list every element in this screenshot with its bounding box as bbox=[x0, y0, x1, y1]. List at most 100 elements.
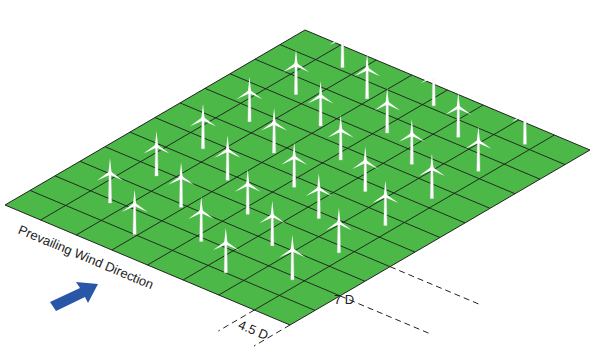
tower bbox=[155, 146, 158, 176]
hub bbox=[201, 117, 205, 121]
blade bbox=[292, 248, 306, 257]
tower bbox=[432, 76, 435, 106]
blade bbox=[432, 61, 435, 76]
hub bbox=[337, 221, 341, 225]
tower bbox=[248, 92, 251, 122]
blade bbox=[337, 208, 340, 223]
tower bbox=[366, 69, 369, 99]
blade bbox=[366, 54, 369, 69]
blade bbox=[364, 146, 367, 161]
hub bbox=[339, 128, 343, 132]
tower bbox=[273, 123, 276, 153]
wind-turbine bbox=[419, 153, 445, 198]
blade bbox=[237, 90, 251, 99]
blade bbox=[156, 144, 170, 153]
tower bbox=[364, 161, 367, 191]
grid-line bbox=[255, 59, 540, 179]
hub bbox=[523, 112, 527, 116]
blade bbox=[524, 113, 538, 122]
blade bbox=[235, 183, 249, 192]
wind-turbine bbox=[259, 201, 285, 246]
tower bbox=[523, 114, 526, 144]
hub bbox=[108, 171, 112, 175]
dimension-label: 7 D bbox=[334, 292, 354, 307]
hub bbox=[294, 63, 298, 67]
tower bbox=[201, 119, 204, 149]
blade bbox=[419, 167, 433, 176]
blade bbox=[190, 117, 204, 126]
wind-turbine bbox=[306, 174, 332, 219]
blade bbox=[134, 203, 148, 212]
wind-turbine bbox=[308, 81, 334, 126]
hub bbox=[272, 121, 276, 125]
grid-line bbox=[155, 118, 440, 238]
blade bbox=[512, 113, 526, 122]
wind-turbine bbox=[188, 196, 214, 241]
wind-turbine bbox=[372, 181, 398, 226]
blade bbox=[200, 196, 203, 211]
hub bbox=[457, 105, 461, 109]
wind-turbine bbox=[374, 88, 400, 133]
blade bbox=[144, 144, 158, 153]
blade bbox=[384, 181, 387, 196]
wind-turbine bbox=[354, 54, 380, 99]
blade bbox=[372, 194, 386, 203]
tower bbox=[386, 103, 389, 133]
blade bbox=[247, 183, 261, 192]
blade bbox=[273, 108, 276, 123]
blade bbox=[326, 221, 340, 230]
blade bbox=[445, 106, 459, 115]
grid-line bbox=[55, 176, 340, 296]
wind-turbine bbox=[512, 99, 538, 144]
blade bbox=[271, 201, 274, 216]
hub bbox=[341, 36, 345, 40]
wind-turbine bbox=[215, 135, 241, 180]
blade bbox=[248, 77, 251, 92]
tower bbox=[293, 157, 296, 187]
hub bbox=[291, 248, 295, 252]
hub bbox=[365, 67, 369, 71]
blade bbox=[431, 167, 445, 176]
hub bbox=[317, 187, 321, 191]
blade bbox=[293, 142, 296, 157]
wind-turbine bbox=[97, 158, 123, 203]
field bbox=[5, 30, 590, 325]
tower bbox=[180, 177, 183, 207]
blade bbox=[259, 214, 273, 223]
tower bbox=[133, 204, 136, 234]
dimension-label: 4.5 D bbox=[236, 317, 270, 343]
blade bbox=[433, 74, 447, 83]
blade bbox=[410, 119, 413, 134]
wind-turbine bbox=[261, 108, 287, 153]
blade bbox=[155, 131, 158, 146]
blade bbox=[338, 221, 352, 230]
blade bbox=[366, 67, 380, 76]
blade bbox=[180, 176, 194, 185]
hub bbox=[199, 210, 203, 214]
blade bbox=[306, 187, 320, 196]
hub bbox=[477, 140, 481, 144]
blade bbox=[386, 88, 389, 103]
hub bbox=[384, 194, 388, 198]
tower bbox=[224, 243, 227, 273]
blade bbox=[225, 241, 239, 250]
wind-turbine bbox=[399, 119, 425, 164]
wind-turbine bbox=[421, 61, 447, 106]
wind-turbine bbox=[330, 22, 356, 67]
wind-turbine bbox=[213, 228, 239, 273]
blade bbox=[385, 194, 399, 203]
blade bbox=[339, 115, 342, 130]
hub bbox=[364, 160, 368, 164]
tower bbox=[410, 134, 413, 164]
tower bbox=[339, 130, 342, 160]
hub bbox=[432, 74, 436, 78]
blade bbox=[133, 189, 136, 204]
wind-turbine bbox=[445, 92, 471, 137]
tower bbox=[294, 65, 297, 95]
wind-turbine bbox=[328, 115, 354, 160]
dimension-line bbox=[390, 267, 481, 305]
wind-turbine bbox=[465, 126, 491, 171]
blade bbox=[411, 133, 425, 142]
